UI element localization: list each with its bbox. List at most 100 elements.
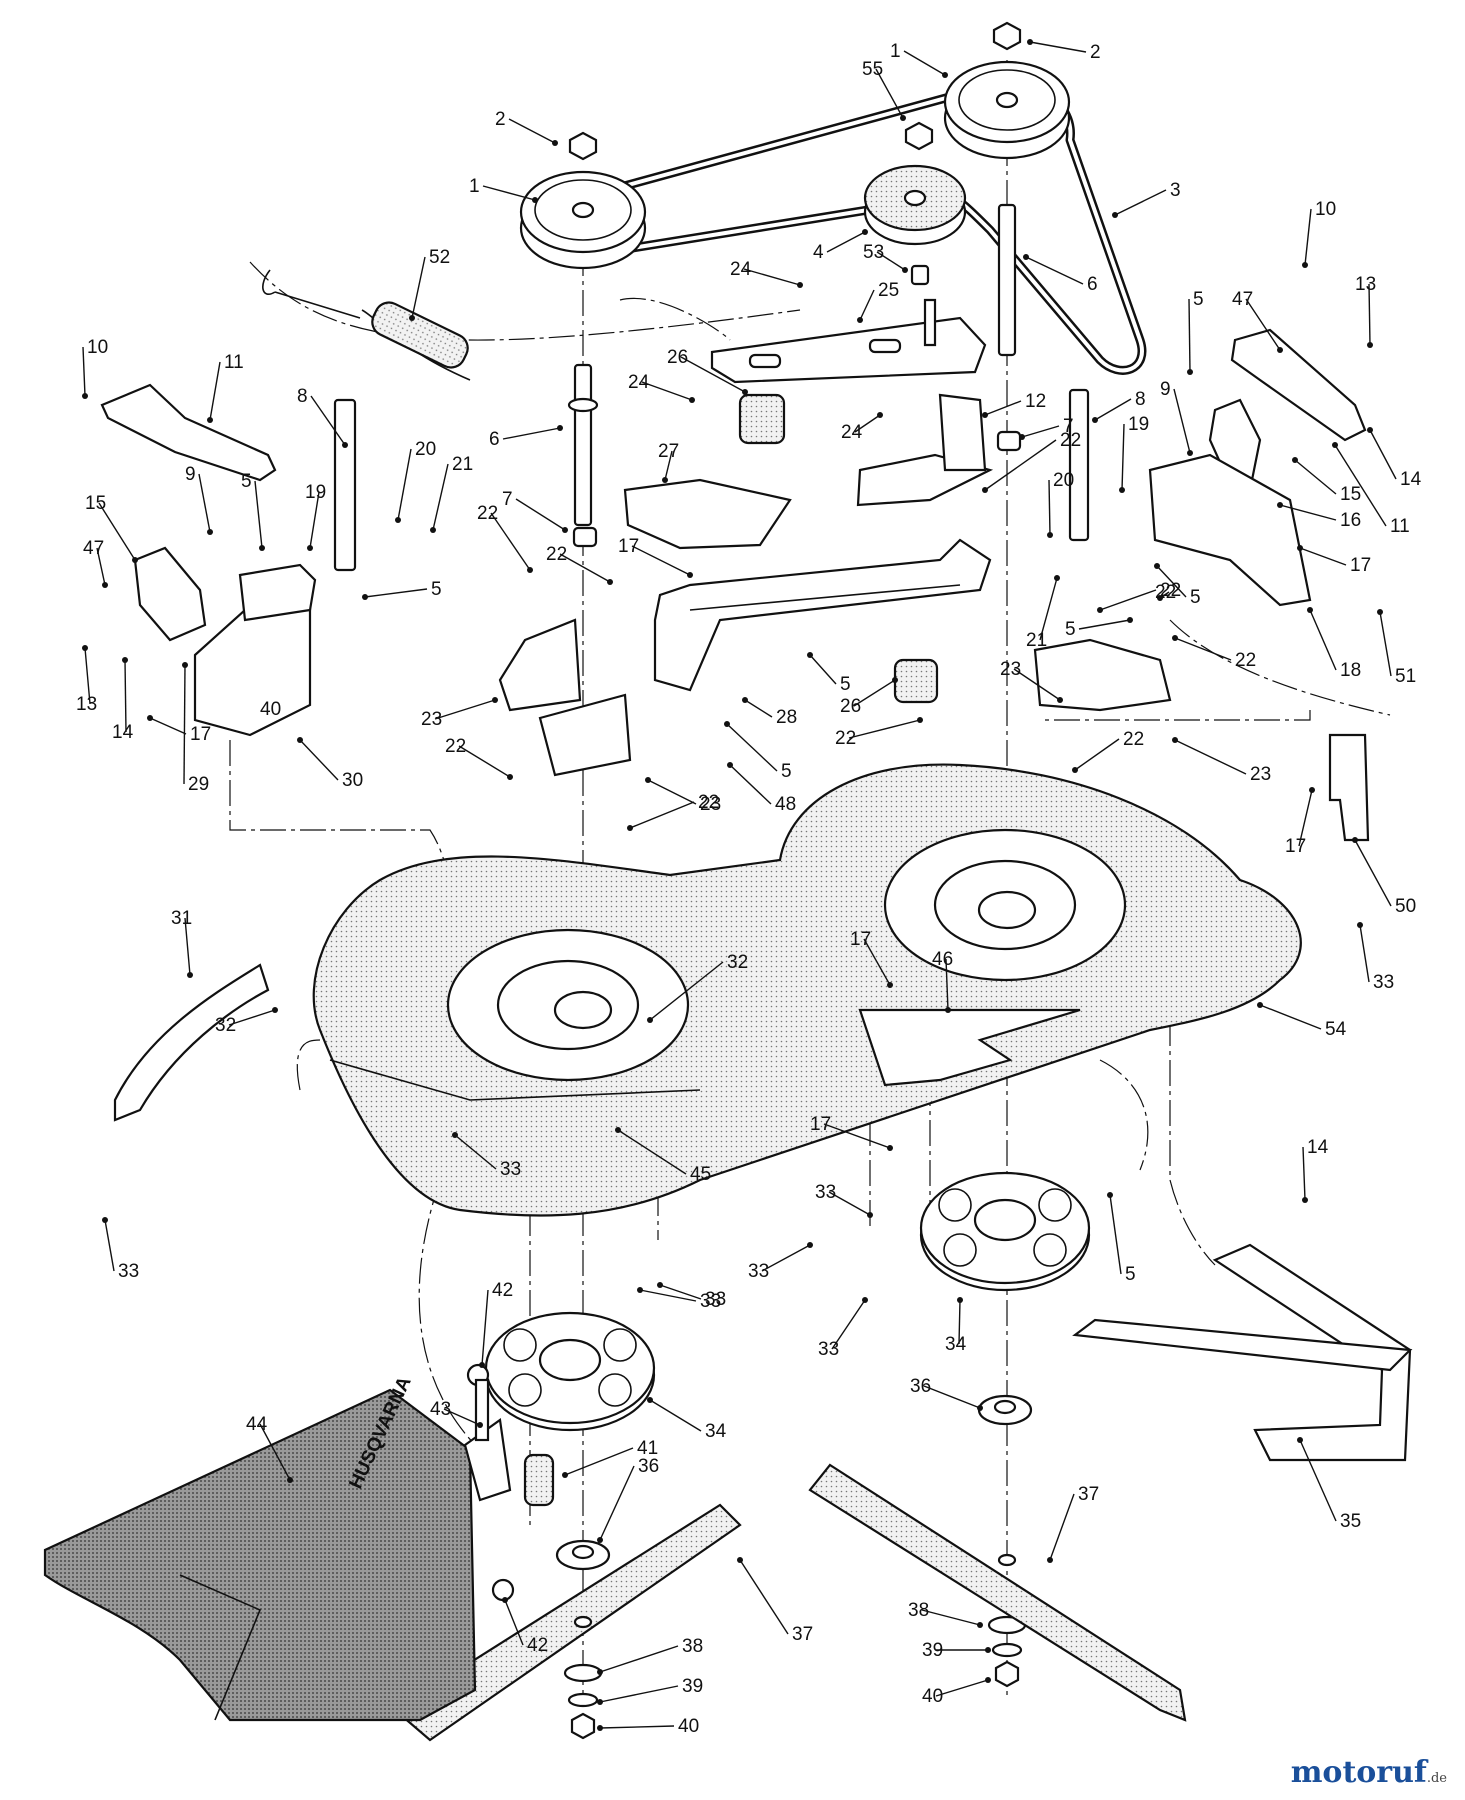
callout-leader [259, 1423, 291, 1481]
part-callout-33: 33 [818, 1339, 839, 1360]
callout-arrowhead [607, 579, 613, 585]
part-callout-5: 5 [1190, 587, 1201, 608]
callout-arrowhead [307, 545, 313, 551]
callout-leader [504, 1599, 524, 1646]
callout-leader [515, 498, 566, 531]
callout-arrowhead [477, 1422, 483, 1428]
part-callout-50: 50 [1395, 896, 1416, 917]
callout-leader [826, 231, 866, 253]
callout-leader [364, 588, 428, 598]
blades [393, 1463, 1187, 1742]
part-callout-1: 1 [890, 41, 901, 62]
callout-leader [1359, 924, 1370, 983]
callout-arrowhead [1307, 607, 1313, 613]
callout-arrowhead [562, 1472, 568, 1478]
callout-leader [482, 185, 536, 201]
part-callout-14: 14 [1400, 469, 1422, 490]
callout-leader [828, 1191, 871, 1216]
callout-leader [1299, 1439, 1337, 1522]
callout-arrowhead [1119, 487, 1125, 493]
callout-arrowhead [502, 1597, 508, 1603]
part-callout-45: 45 [690, 1164, 711, 1185]
part-callout-12: 12 [1025, 391, 1046, 412]
callout-leader [96, 547, 106, 586]
part-callout-8: 8 [1135, 389, 1146, 410]
part-callout-15: 15 [85, 493, 106, 514]
callout-arrowhead [452, 1132, 458, 1138]
callout-leader [599, 1685, 679, 1703]
callout-leader [726, 723, 778, 772]
part-callout-14: 14 [1307, 1137, 1329, 1158]
callout-leader [454, 1134, 497, 1170]
callout-leader [432, 463, 449, 531]
callout-leader [744, 699, 773, 718]
part-callout-23: 23 [700, 794, 721, 815]
callout-leader [1039, 577, 1058, 641]
callout-arrowhead [297, 737, 303, 743]
callout-arrowhead [597, 1725, 603, 1731]
callout-leader [124, 659, 127, 733]
callout-arrowhead [862, 229, 868, 235]
callout-leader [490, 512, 531, 571]
part-callout-32: 32 [727, 952, 748, 973]
callout-arrowhead [727, 762, 733, 768]
part-callout-36: 36 [910, 1376, 931, 1397]
callout-leader [945, 958, 949, 1011]
callout-leader [198, 473, 211, 533]
part-callout-38: 38 [908, 1600, 929, 1621]
part-callout-39: 39 [682, 1676, 703, 1697]
part-callout-19: 19 [305, 482, 326, 503]
callout-arrowhead [552, 140, 558, 146]
part-callout-33: 33 [815, 1182, 836, 1203]
callout-leader [729, 764, 772, 805]
callout-arrowhead [1277, 347, 1283, 353]
mower-deck [312, 763, 1302, 1217]
part-callout-7: 7 [1063, 416, 1074, 437]
part-callout-48: 48 [775, 794, 796, 815]
part-callout-6: 6 [1087, 274, 1098, 295]
part-callout-22: 22 [835, 728, 856, 749]
part-callout-20: 20 [415, 439, 436, 460]
callout-arrowhead [1352, 837, 1358, 843]
bracket-27 [623, 478, 792, 550]
callout-leader [921, 1609, 981, 1626]
callout-arrowhead [395, 517, 401, 523]
part-callout-19: 19 [1128, 414, 1149, 435]
left-lift-linkage [100, 383, 357, 737]
callout-leader [1094, 398, 1132, 421]
part-callout-4: 4 [813, 242, 824, 263]
callout-leader [434, 699, 496, 720]
part-callout-26: 26 [840, 696, 861, 717]
callout-arrowhead [557, 425, 563, 431]
callout-leader [149, 717, 187, 735]
callout-arrowhead [1154, 563, 1160, 569]
callout-leader [98, 502, 136, 561]
callout-leader [209, 361, 221, 421]
callout-leader [1334, 444, 1387, 527]
callout-arrowhead [1127, 617, 1133, 623]
callout-arrowhead [102, 1217, 108, 1223]
callout-leader [863, 938, 891, 986]
callout-arrowhead [662, 477, 668, 483]
callout-arrowhead [867, 1212, 873, 1218]
callout-arrowhead [1367, 342, 1373, 348]
callout-arrowhead [724, 721, 730, 727]
part-callout-38: 38 [682, 1636, 703, 1657]
part-callout-14: 14 [112, 722, 134, 743]
part-callout-32: 32 [215, 1015, 236, 1036]
callout-leader [183, 664, 186, 785]
callout-leader [647, 779, 697, 805]
callout-leader [1099, 589, 1157, 611]
callout-arrowhead [507, 774, 513, 780]
part-callout-11: 11 [1390, 516, 1410, 537]
callout-leader [1304, 208, 1312, 266]
part-callout-22: 22 [1155, 582, 1176, 603]
callout-arrowhead [945, 1007, 951, 1013]
callout-leader [1188, 298, 1191, 373]
deck-pulley-left [519, 170, 647, 270]
part-callout-11: 11 [224, 352, 244, 373]
idler-pulley [863, 164, 967, 246]
front-link [1072, 1243, 1413, 1462]
callout-leader [458, 745, 511, 778]
callout-leader [397, 448, 412, 521]
